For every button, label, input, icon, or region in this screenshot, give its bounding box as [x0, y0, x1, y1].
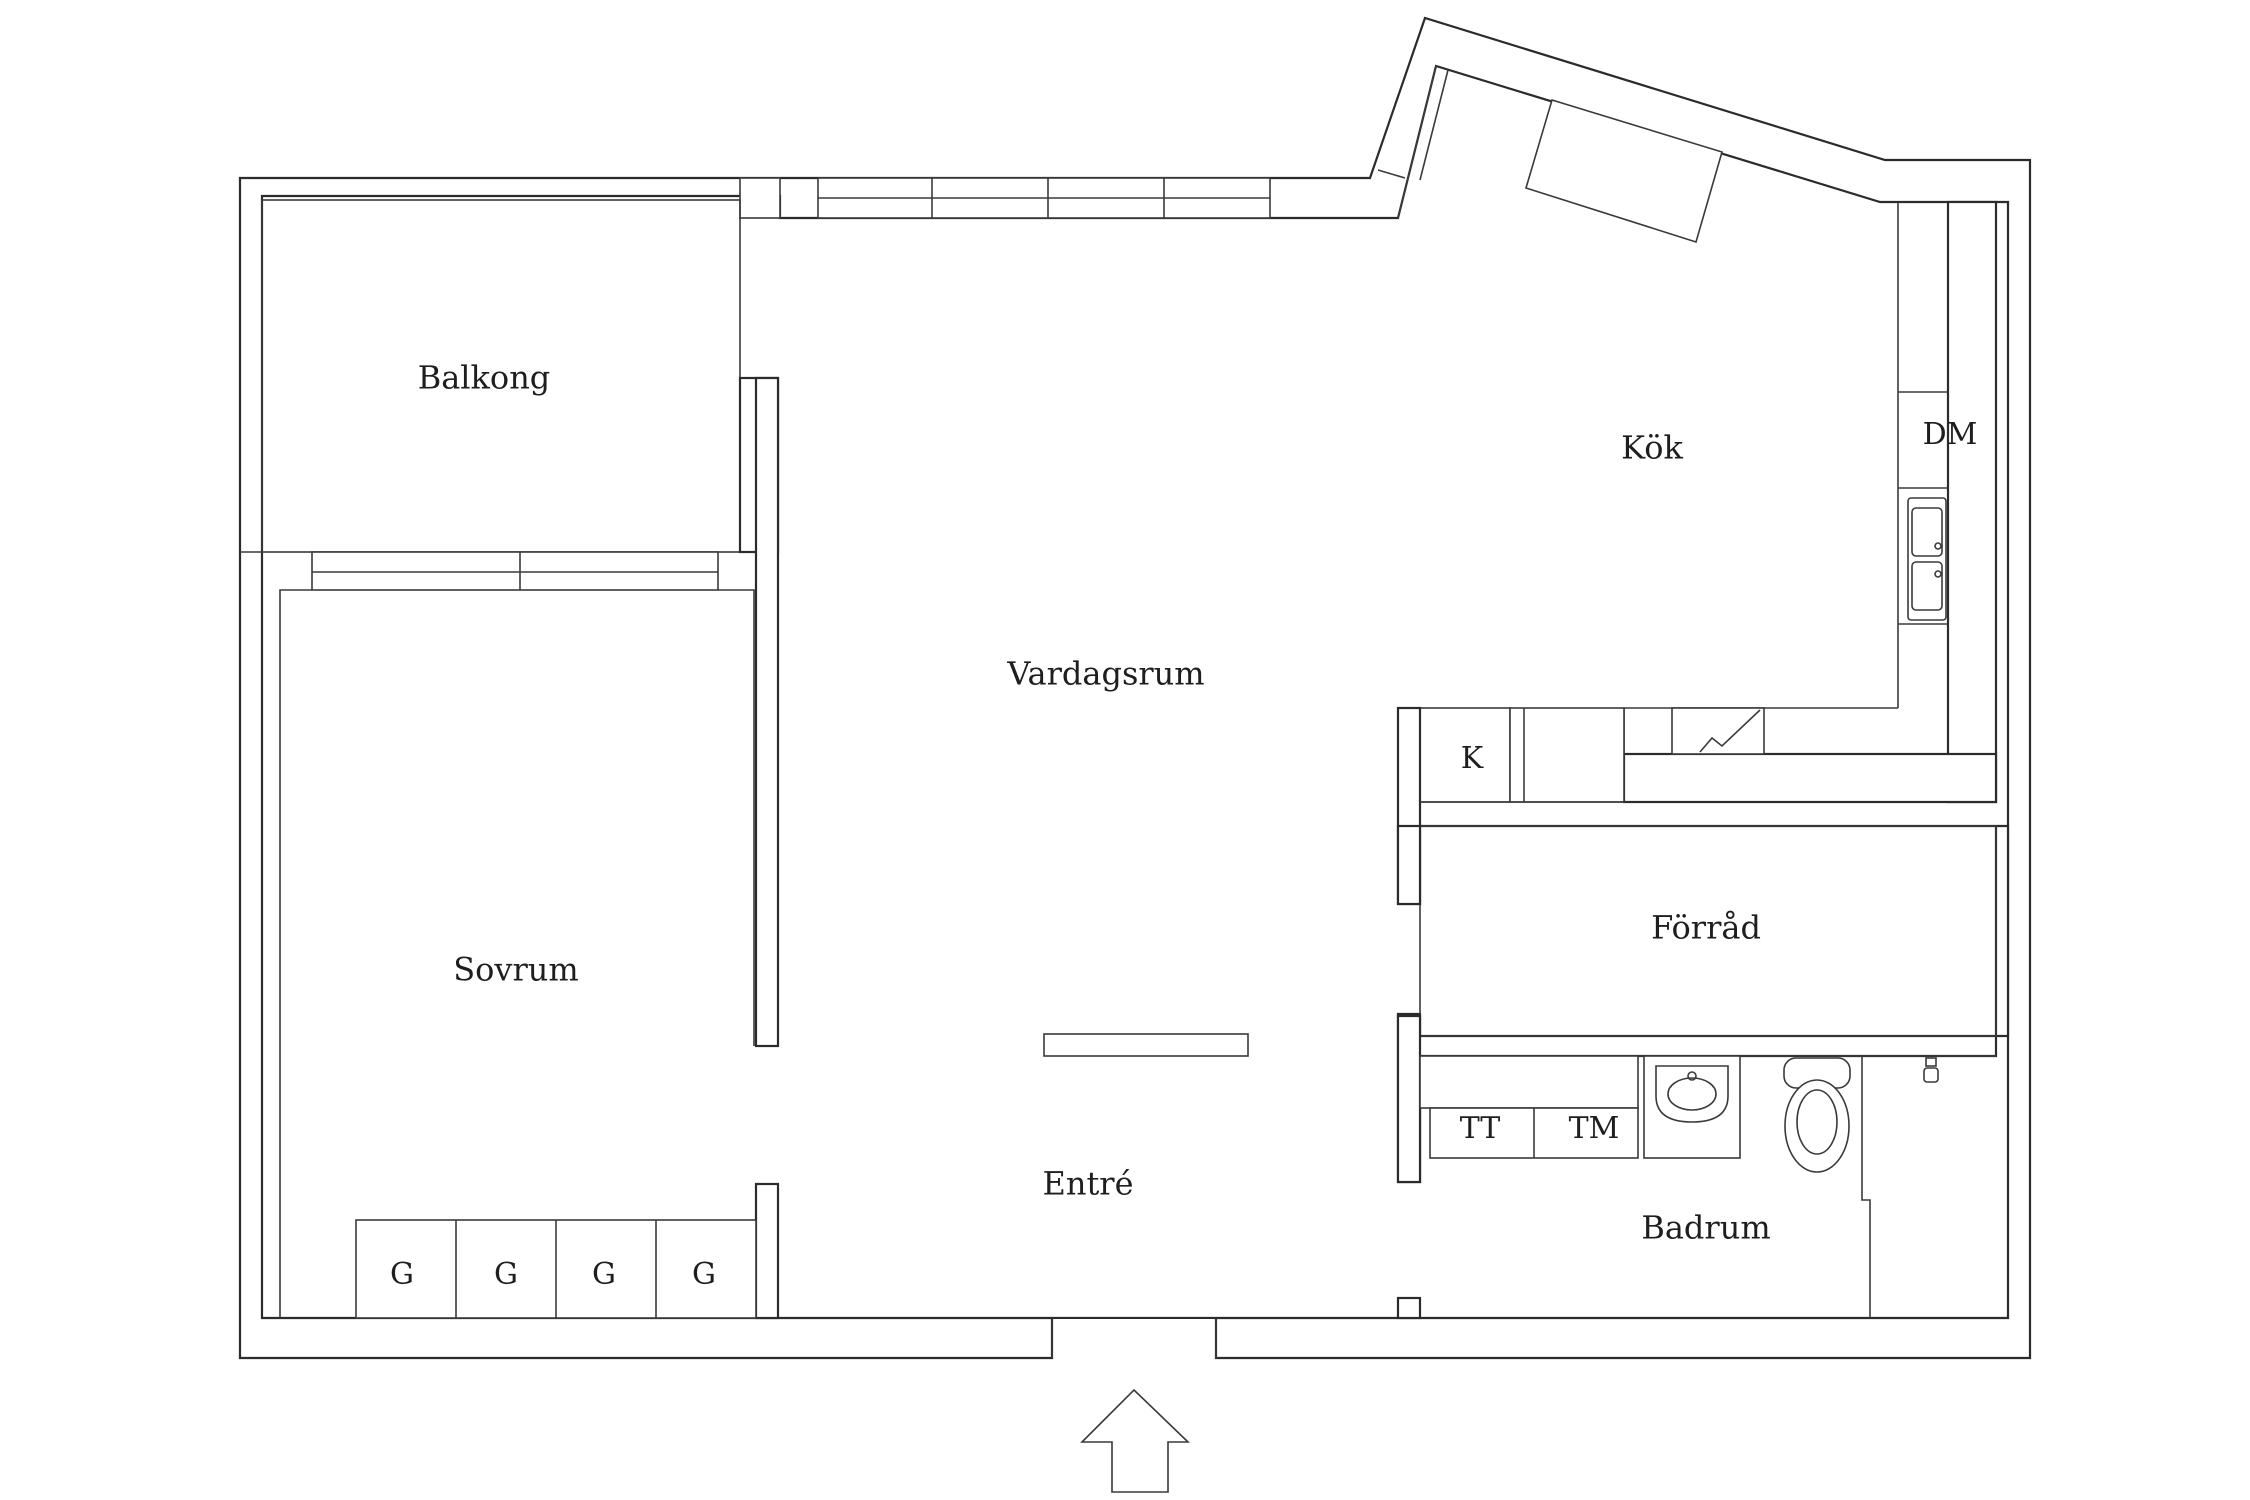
stove: [1671, 707, 1765, 755]
wardrobes: [355, 1219, 757, 1319]
label-dishwasher: DM: [1923, 417, 1978, 452]
storage-room: [1419, 825, 1997, 1037]
label-wardrobe-1: G: [390, 1257, 414, 1292]
shelf: [1043, 1033, 1249, 1057]
label-wardrobe-4: G: [692, 1257, 716, 1292]
entrance-arrow-icon: [1080, 1388, 1190, 1493]
kitchen-wall-counter: [1946, 200, 1998, 804]
label-washer: TM: [1569, 1111, 1620, 1146]
room-label-sovrum: Sovrum: [453, 951, 579, 989]
label-wardrobe-2: G: [494, 1257, 518, 1292]
room-label-vardagsrum: Vardagsrum: [1006, 655, 1204, 693]
room-label-entre: Entré: [1042, 1165, 1133, 1203]
bedroom-east-wall: [754, 376, 780, 1048]
bath-wall-left: [1396, 1014, 1422, 1184]
kitchen-cabinet: [1509, 707, 1625, 803]
top-windows: [739, 65, 1449, 219]
label-dryer: TT: [1460, 1111, 1501, 1146]
bath-sink-icon: [1643, 1055, 1741, 1159]
kitchen-sink-icon: [1907, 497, 1947, 621]
storage-wall-left: [1396, 824, 1422, 906]
shower-area: [1861, 1056, 1939, 1318]
entrance-opening: [1054, 1319, 1214, 1357]
bath-wall-stub: [1396, 1296, 1422, 1320]
kitchen-angled-counter: [1525, 98, 1723, 244]
laundry-units: [1419, 1055, 1639, 1159]
label-wardrobe-3: G: [592, 1257, 616, 1292]
room-label-badrum: Badrum: [1641, 1209, 1770, 1247]
room-label-balkong: Balkong: [418, 359, 551, 397]
kitchen-lower-counter: [1622, 752, 1998, 804]
balcony-door: [311, 551, 719, 591]
room-label-forrad: Förråd: [1651, 909, 1761, 947]
toilet-icon: [1783, 1057, 1851, 1173]
room-label-kok: Kök: [1621, 429, 1683, 467]
bedroom-east-wall-lower: [754, 1182, 780, 1320]
label-fridge: K: [1461, 741, 1484, 776]
